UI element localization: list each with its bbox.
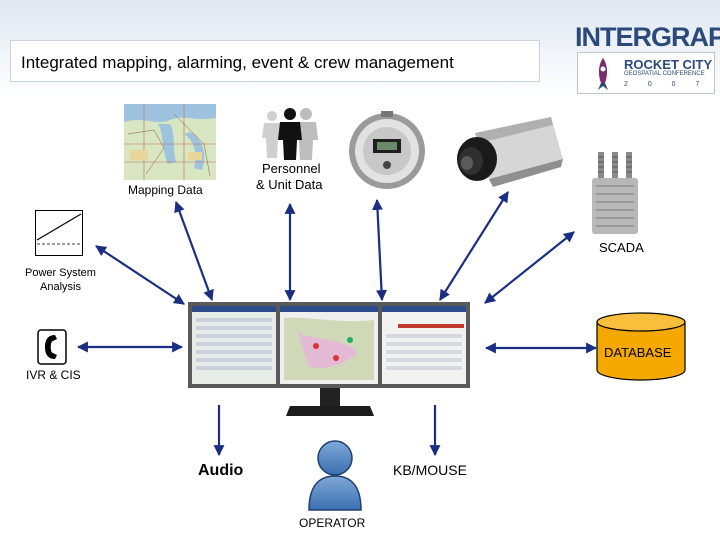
map-icon: [124, 104, 216, 180]
intergraph-logo: INTERGRAPH ROCKET CITY GEOSPATIAL CONFER…: [575, 22, 720, 96]
personnel-label-1: Personnel: [262, 161, 321, 176]
scada-label: SCADA: [599, 240, 644, 255]
conference-text: GEOSPATIAL CONFERENCE: [624, 71, 705, 77]
database-label: DATABASE: [604, 345, 672, 360]
power-system-label-2: Analysis: [40, 281, 81, 293]
rocket-city-text: ROCKET CITY: [624, 57, 713, 72]
transformer-icon: [592, 152, 638, 234]
monitors-icon: [188, 302, 470, 416]
mapping-data-label: Mapping Data: [128, 183, 203, 197]
telephone-icon: [37, 329, 67, 365]
audio-label: Audio: [198, 462, 244, 479]
operator-label: OPERATOR: [299, 516, 366, 530]
arrow-mapping: [174, 200, 214, 302]
conference-card: ROCKET CITY GEOSPATIAL CONFERENCE 2 0 0 …: [577, 52, 715, 94]
year-text: 2 0 0 7: [624, 81, 709, 88]
personnel-icon: [262, 108, 318, 160]
arrow-power-system: [95, 245, 185, 305]
rocket-icon: [598, 58, 608, 90]
arrow-camera: [439, 191, 509, 301]
arrow-scada: [484, 231, 575, 304]
title-box: Integrated mapping, alarming, event & cr…: [10, 40, 540, 82]
personnel-label-2: & Unit Data: [256, 177, 323, 192]
kb-mouse-label: KB/MOUSE: [393, 462, 467, 478]
header-band: Integrated mapping, alarming, event & cr…: [0, 0, 720, 100]
power-system-label-1: Power System: [25, 267, 96, 279]
arrow-meter: [372, 198, 387, 302]
meter-icon: [349, 111, 425, 189]
operator-icon: [308, 440, 362, 511]
camera-icon: [457, 117, 563, 187]
database-icon: [596, 312, 686, 381]
ivr-cis-label: IVR & CIS: [26, 368, 81, 382]
page-title: Integrated mapping, alarming, event & cr…: [21, 53, 454, 72]
chart-icon: [35, 210, 83, 256]
logo-text: INTERGRAPH: [575, 22, 720, 52]
